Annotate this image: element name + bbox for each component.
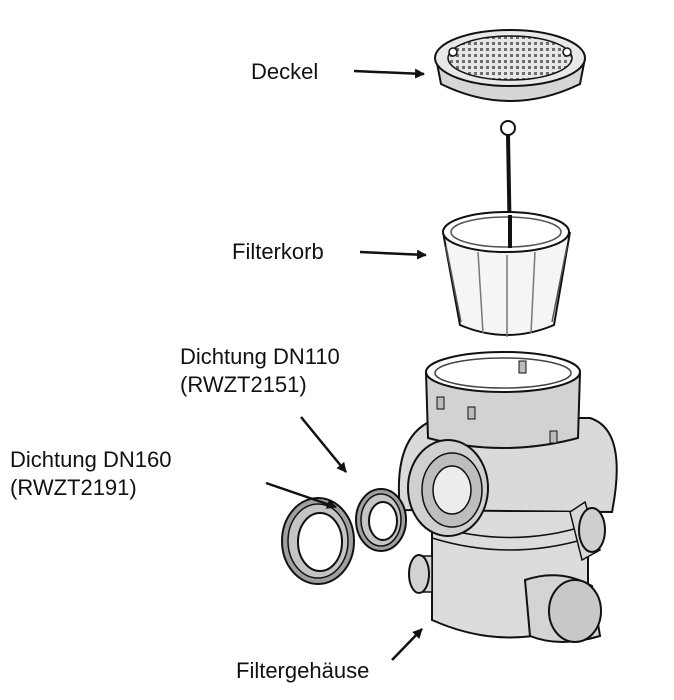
- label-filtergehaeuse: Filtergehäuse: [236, 658, 370, 683]
- lid: [435, 30, 585, 101]
- arrow-dichtung-dn160: [266, 483, 337, 509]
- arrow-filtergehaeuse: [392, 629, 422, 660]
- seal-dn110: [356, 489, 406, 551]
- label-dichtung-dn110-code: (RWZT2151): [180, 372, 307, 397]
- filter-housing: [399, 352, 617, 642]
- label-dichtung-dn160: Dichtung DN160 (RWZT2191): [10, 446, 171, 502]
- label-deckel: Deckel: [251, 59, 319, 84]
- seal-dn160: [282, 498, 354, 584]
- filter-basket: [443, 212, 570, 337]
- arrow-filterkorb: [360, 249, 427, 260]
- label-dichtung-dn160-name: Dichtung DN160: [10, 447, 172, 472]
- label-dichtung-dn110: Dichtung DN110 (RWZT2151): [180, 343, 340, 399]
- label-filterkorb: Filterkorb: [232, 239, 324, 264]
- label-dichtung-dn110-name: Dichtung DN110: [180, 344, 340, 369]
- arrow-dichtung-dn110: [301, 417, 346, 472]
- label-dichtung-dn160-code: (RWZT2191): [10, 475, 137, 500]
- arrow-deckel: [354, 68, 425, 79]
